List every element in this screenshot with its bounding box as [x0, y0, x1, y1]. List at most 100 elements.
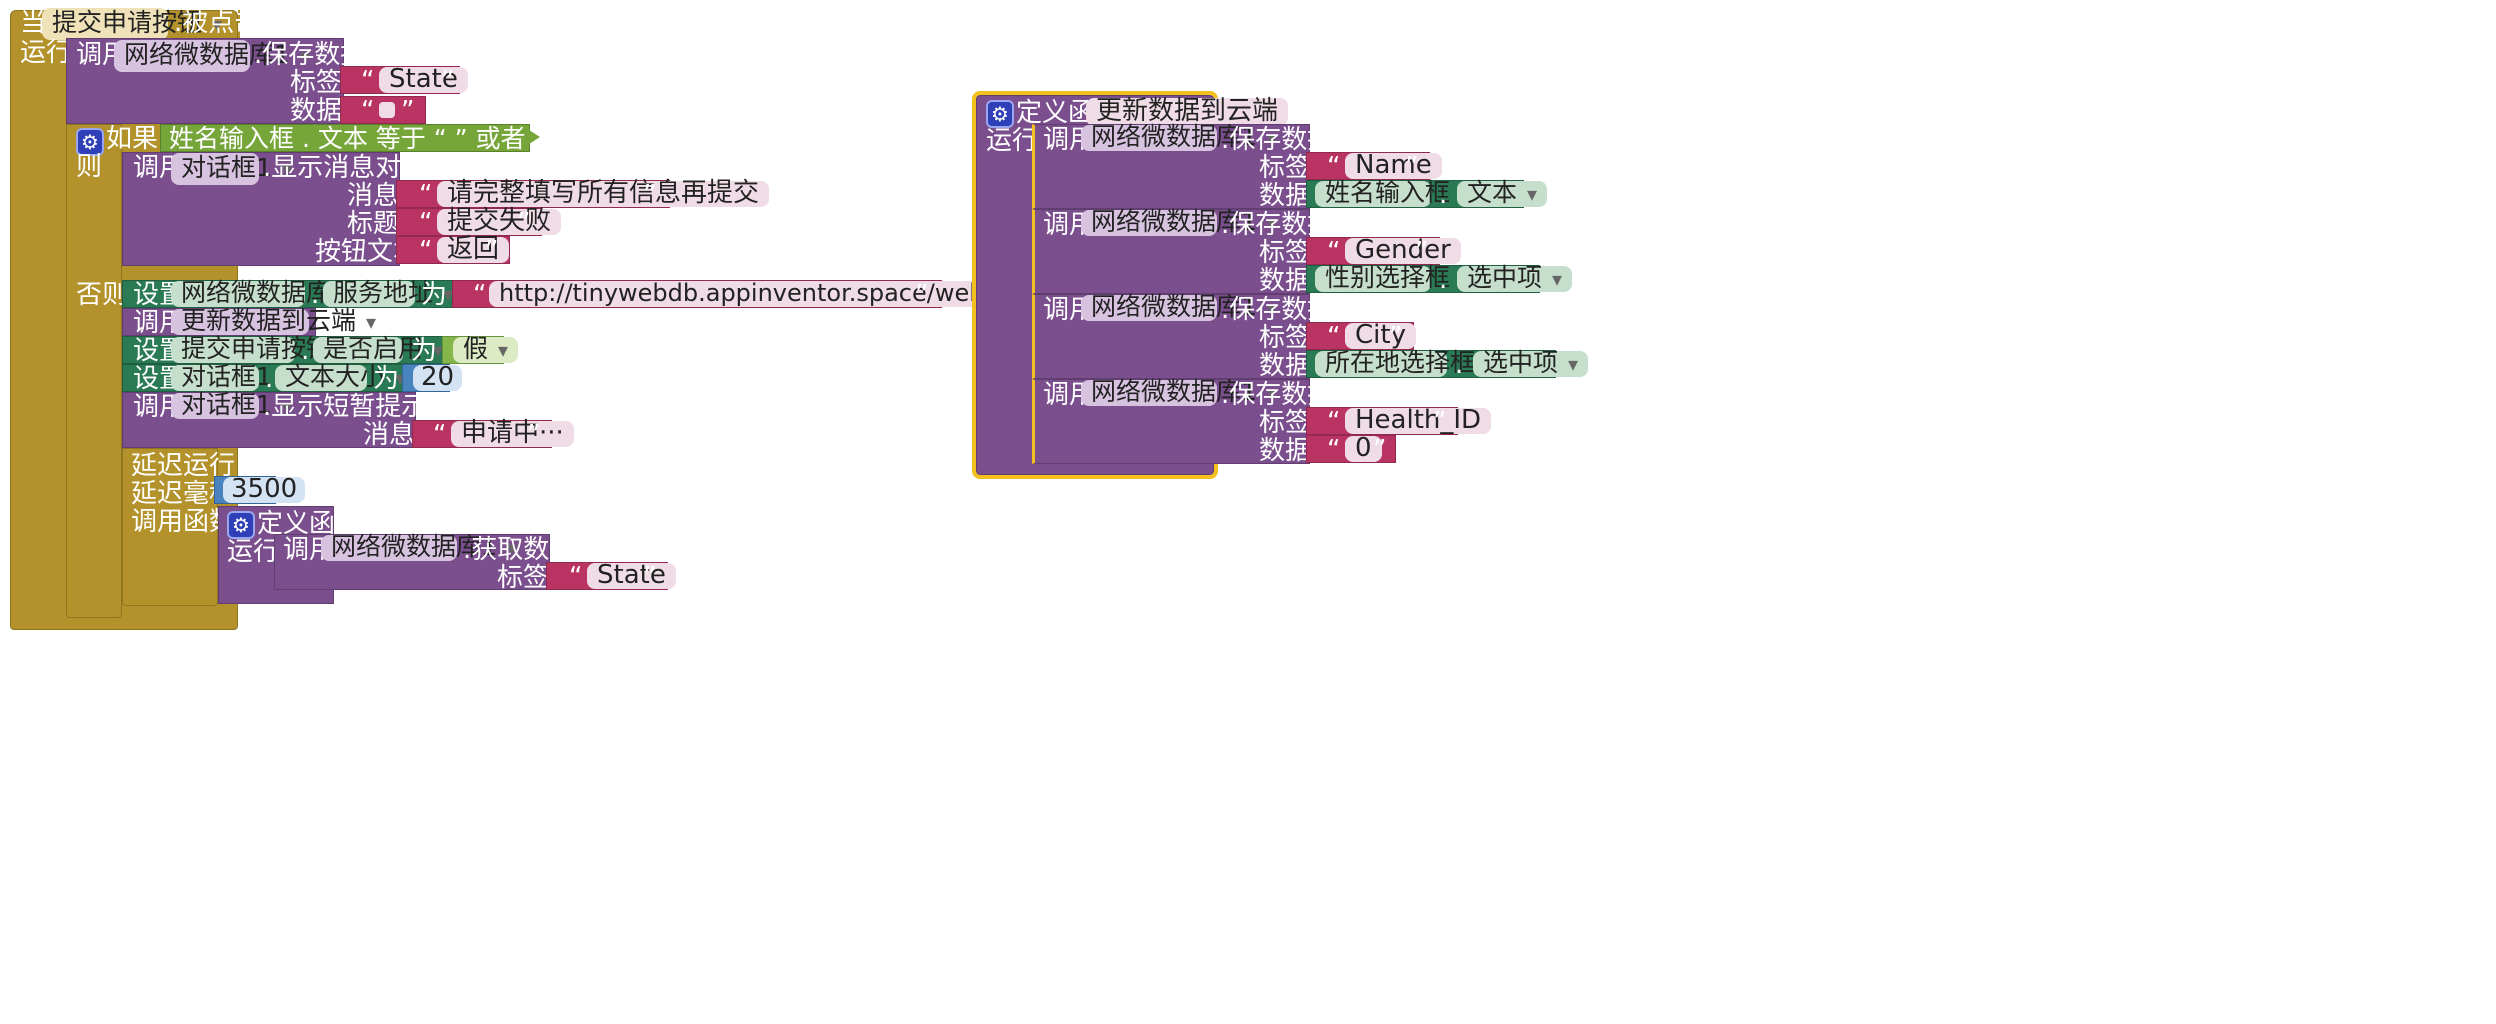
boolean-false-block[interactable]: 假 — [442, 336, 519, 364]
set-enabled-block[interactable]: 设置 提交申请按钮 . 是否启用 为 — [122, 336, 444, 366]
db-component-dropdown[interactable]: 网络微数据库1 — [114, 40, 290, 72]
call-save-data-frame[interactable]: 调用 网络微数据库1 .保存数据 标签 数据 — [1032, 124, 1333, 211]
text-block-state[interactable]: “ State ” — [340, 66, 468, 96]
getter-property-dropdown[interactable]: 选中项 — [1473, 350, 1589, 377]
text-block-dialog-title[interactable]: “ 提交失败 ” — [396, 208, 562, 238]
save-data-label: .保存数据 — [254, 40, 367, 70]
text-field-dialog-button[interactable]: 返回 — [437, 236, 510, 263]
open-quote: “ — [569, 562, 583, 592]
if-condition-text: 姓名输入框 . 文本 等于 “ ” 或者 性别选择框... — [169, 124, 683, 153]
component-getter-block[interactable]: 姓名输入框.文本 — [1306, 180, 1548, 210]
text-field-tag[interactable]: Health_ID — [1345, 407, 1492, 434]
number-field-3500[interactable]: 3500 — [223, 476, 306, 503]
tag-label: 标签 — [1259, 238, 1312, 268]
setter-component-dropdown[interactable]: 提交申请按钮 — [171, 336, 331, 363]
component-getter-block[interactable]: 性别选择框.选中项 — [1306, 265, 1573, 295]
if-then-else-gap — [122, 266, 160, 280]
text-block-tag[interactable]: “ Name ” — [1306, 152, 1442, 182]
call-show-alert-block[interactable]: 调用 对话框1 .显示短暂提示信息 消息 — [122, 392, 479, 450]
getter-component-dropdown[interactable]: 姓名输入框 — [1315, 180, 1450, 207]
setter-property-dropdown[interactable]: 文本大小 — [275, 364, 385, 391]
if-block-frame[interactable] — [66, 124, 122, 618]
text-field-dialog-title[interactable]: 提交失败 — [437, 208, 562, 235]
text-field-literal[interactable]: 0 — [1345, 435, 1382, 462]
dialog-component-dropdown[interactable]: 对话框1 — [171, 392, 272, 419]
text-block-tag[interactable]: “ City ” — [1306, 322, 1416, 352]
text-block-tag[interactable]: “ Health_ID ” — [1306, 407, 1492, 437]
component-getter-block[interactable]: 所在地选择框. 选中项 — [1306, 350, 1589, 380]
text-field-tag[interactable]: Name — [1345, 152, 1442, 179]
data-label: 数据 — [1259, 436, 1312, 466]
text-block-alert-message[interactable]: “ 申请中··· ” — [412, 420, 574, 450]
db-component-dropdown[interactable]: 网络微数据库1 — [1081, 294, 1257, 321]
text-block-dialog-button[interactable]: “ 返回 ” — [396, 236, 510, 266]
db-component-dropdown[interactable]: 网络微数据库1 — [1081, 124, 1257, 151]
text-block-empty[interactable]: “ ” — [340, 96, 426, 126]
getter-component-dropdown[interactable]: 性别选择框 — [1315, 265, 1450, 292]
text-field-tag[interactable]: Gender — [1345, 237, 1461, 264]
call-get-data-block[interactable]: 调用 网络微数据库1 .获取数据 标签 — [274, 534, 575, 593]
save-data-label: .保存数据 — [1221, 295, 1334, 325]
boolean-dropdown[interactable]: 假 — [453, 336, 519, 363]
close-quote: ” — [1373, 435, 1387, 465]
close-quote: ” — [1415, 237, 1429, 267]
event-component-dropdown[interactable]: 提交申请按钮 — [42, 8, 202, 40]
number-block-3500[interactable]: 3500 — [214, 476, 306, 504]
text-field-get-tag[interactable]: State — [587, 562, 676, 589]
text-block-literal[interactable]: “ 0 ” — [1306, 435, 1396, 465]
open-quote: “ — [1327, 322, 1341, 352]
close-quote: ” — [1433, 407, 1447, 437]
gear-icon[interactable]: ⚙ — [986, 100, 1014, 128]
text-block-get-tag[interactable]: “ State ” — [546, 562, 676, 592]
close-quote: ” — [915, 280, 929, 310]
delay-run-block[interactable]: 延迟运行 延迟毫秒 调用函数 — [122, 448, 235, 606]
setter-component-dropdown[interactable]: 网络微数据库1 — [171, 280, 347, 307]
setter-component-dropdown[interactable]: 对话框1 — [171, 364, 272, 391]
getter-property-dropdown[interactable]: 选中项 — [1457, 265, 1573, 292]
save-data-label: .保存数据 — [1221, 210, 1334, 240]
text-block-tag[interactable]: “ Gender ” — [1306, 237, 1461, 267]
setter-property-dropdown[interactable]: 服务地址 — [323, 280, 433, 307]
db-component-dropdown[interactable]: 网络微数据库1 — [1081, 379, 1257, 406]
gear-icon[interactable]: ⚙ — [76, 128, 104, 156]
close-quote: ” — [1389, 322, 1403, 352]
if-header-ext — [122, 124, 160, 152]
db-component-dropdown[interactable]: 网络微数据库1 — [321, 534, 497, 561]
call-save-data-frame[interactable]: 调用 网络微数据库1 .保存数据 标签 数据 — [1032, 379, 1333, 466]
text-field-state[interactable]: State — [379, 66, 468, 93]
message-label: 消息 — [347, 181, 400, 211]
procedure-do-label: 运行 — [986, 126, 1039, 156]
db-component-dropdown[interactable]: 网络微数据库1 — [1081, 209, 1257, 236]
text-field-tag[interactable]: City — [1345, 322, 1416, 349]
dialog-component-dropdown[interactable]: 对话框1 — [171, 153, 272, 185]
save-data-label: .保存数据 — [1221, 125, 1334, 155]
getter-property-dropdown[interactable]: 文本 — [1457, 180, 1548, 207]
number-block-20[interactable]: 20 — [402, 364, 463, 392]
procedure-name-dropdown[interactable]: 更新数据到云端 — [171, 308, 356, 335]
call-show-dialog-block[interactable]: 调用 对话框1 .显示消息对话框 消息 标题 按钮文本 — [122, 152, 453, 267]
text-block-dialog-message[interactable]: “ 请完整填写所有信息再提交 ” — [396, 180, 770, 210]
number-field-20[interactable]: 20 — [413, 364, 463, 391]
gear-icon[interactable]: ⚙ — [227, 511, 255, 539]
text-field-empty[interactable] — [379, 102, 395, 118]
open-quote: “ — [419, 236, 433, 266]
text-field-alert-message[interactable]: 申请中··· — [451, 420, 574, 447]
getter-component-dropdown[interactable]: 所在地选择框 — [1315, 350, 1475, 377]
text-field-dialog-message[interactable]: 请完整填写所有信息再提交 — [437, 180, 770, 207]
do-label: 运行 — [227, 537, 280, 567]
close-quote: ” — [643, 562, 657, 592]
setter-property-dropdown[interactable]: 是否启用 — [313, 336, 423, 363]
open-quote: “ — [1327, 407, 1341, 437]
tag-label: 标签 — [1259, 153, 1312, 183]
call-save-data-frame[interactable]: 调用 网络微数据库1 .保存数据 标签 数据 — [1032, 209, 1333, 296]
call-update-procedure-block[interactable]: 调用 更新数据到云端 — [122, 308, 356, 338]
text-block-url[interactable]: “ http://tinywebdb.appinventor.space/web… — [452, 280, 1137, 310]
open-quote: “ — [419, 180, 433, 210]
if-condition-block[interactable]: 姓名输入框 . 文本 等于 “ ” 或者 性别选择框... — [160, 124, 682, 153]
event-header-ext — [238, 10, 240, 38]
set-font-size-block[interactable]: 设置 对话框1 . 文本大小 为 — [122, 364, 404, 394]
set-service-url-block[interactable]: 设置 网络微数据库1 . 服务地址 为 — [122, 280, 456, 310]
dot-label: . — [1455, 350, 1464, 380]
open-quote: “ — [1327, 237, 1341, 267]
call-save-data-frame[interactable]: 调用 网络微数据库1 .保存数据 标签 数据 — [1032, 294, 1333, 381]
